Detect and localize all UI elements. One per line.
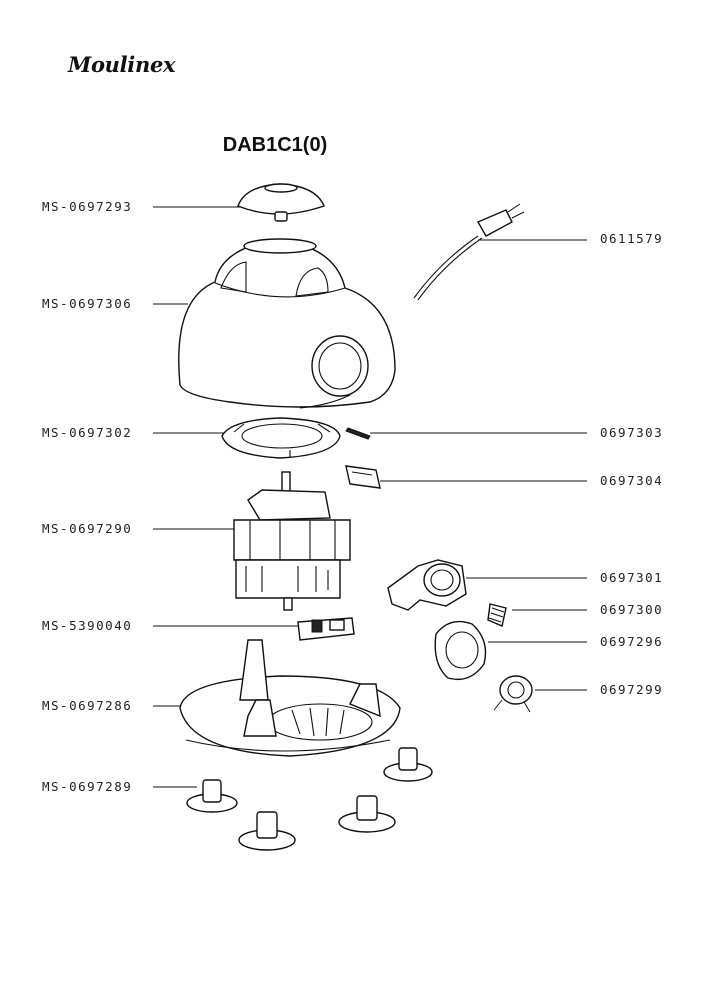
part-label-ms-0697289: MS-0697289: [42, 779, 133, 794]
motor-housing-part: [178, 238, 396, 409]
base-part: [179, 639, 401, 757]
part-label-ms-5390040: MS-5390040: [42, 618, 133, 633]
power-cord-part: [413, 203, 525, 301]
switch-housing-part: [387, 559, 467, 611]
part-label-0611579: 0611579: [600, 231, 664, 246]
foot-part-4: [383, 747, 433, 782]
circuit-board-part: [297, 617, 355, 641]
part-label-ms-0697290: MS-0697290: [42, 521, 133, 536]
leader-lines: [153, 206, 587, 788]
part-label-ms-0697302: MS-0697302: [42, 425, 133, 440]
selector-part: [493, 675, 533, 713]
part-label-ms-0697286: MS-0697286: [42, 698, 133, 713]
part-label-0697299: 0697299: [600, 682, 664, 697]
part-label-0697300: 0697300: [600, 602, 664, 617]
switch-clip-part: [345, 465, 381, 489]
part-label-0697304: 0697304: [600, 473, 664, 488]
part-label-0697303: 0697303: [600, 425, 664, 440]
coil-spring-part: [487, 603, 507, 627]
small-spring-part: [345, 427, 371, 440]
foot-part-2: [238, 811, 296, 851]
top-cap-part: [237, 183, 325, 222]
gear-ring-part: [221, 417, 341, 459]
part-label-ms-0697306: MS-0697306: [42, 296, 133, 311]
foot-part-3: [338, 795, 396, 833]
model-title: DAB1C1(0): [222, 134, 328, 156]
part-label-ms-0697293: MS-0697293: [42, 199, 133, 214]
foot-part-1: [186, 779, 238, 813]
part-label-0697301: 0697301: [600, 570, 664, 585]
brand-logo: Moulinex: [68, 52, 176, 77]
motor-assembly-part: [233, 471, 351, 611]
control-knob-part: [434, 620, 487, 681]
part-label-0697296: 0697296: [600, 634, 664, 649]
